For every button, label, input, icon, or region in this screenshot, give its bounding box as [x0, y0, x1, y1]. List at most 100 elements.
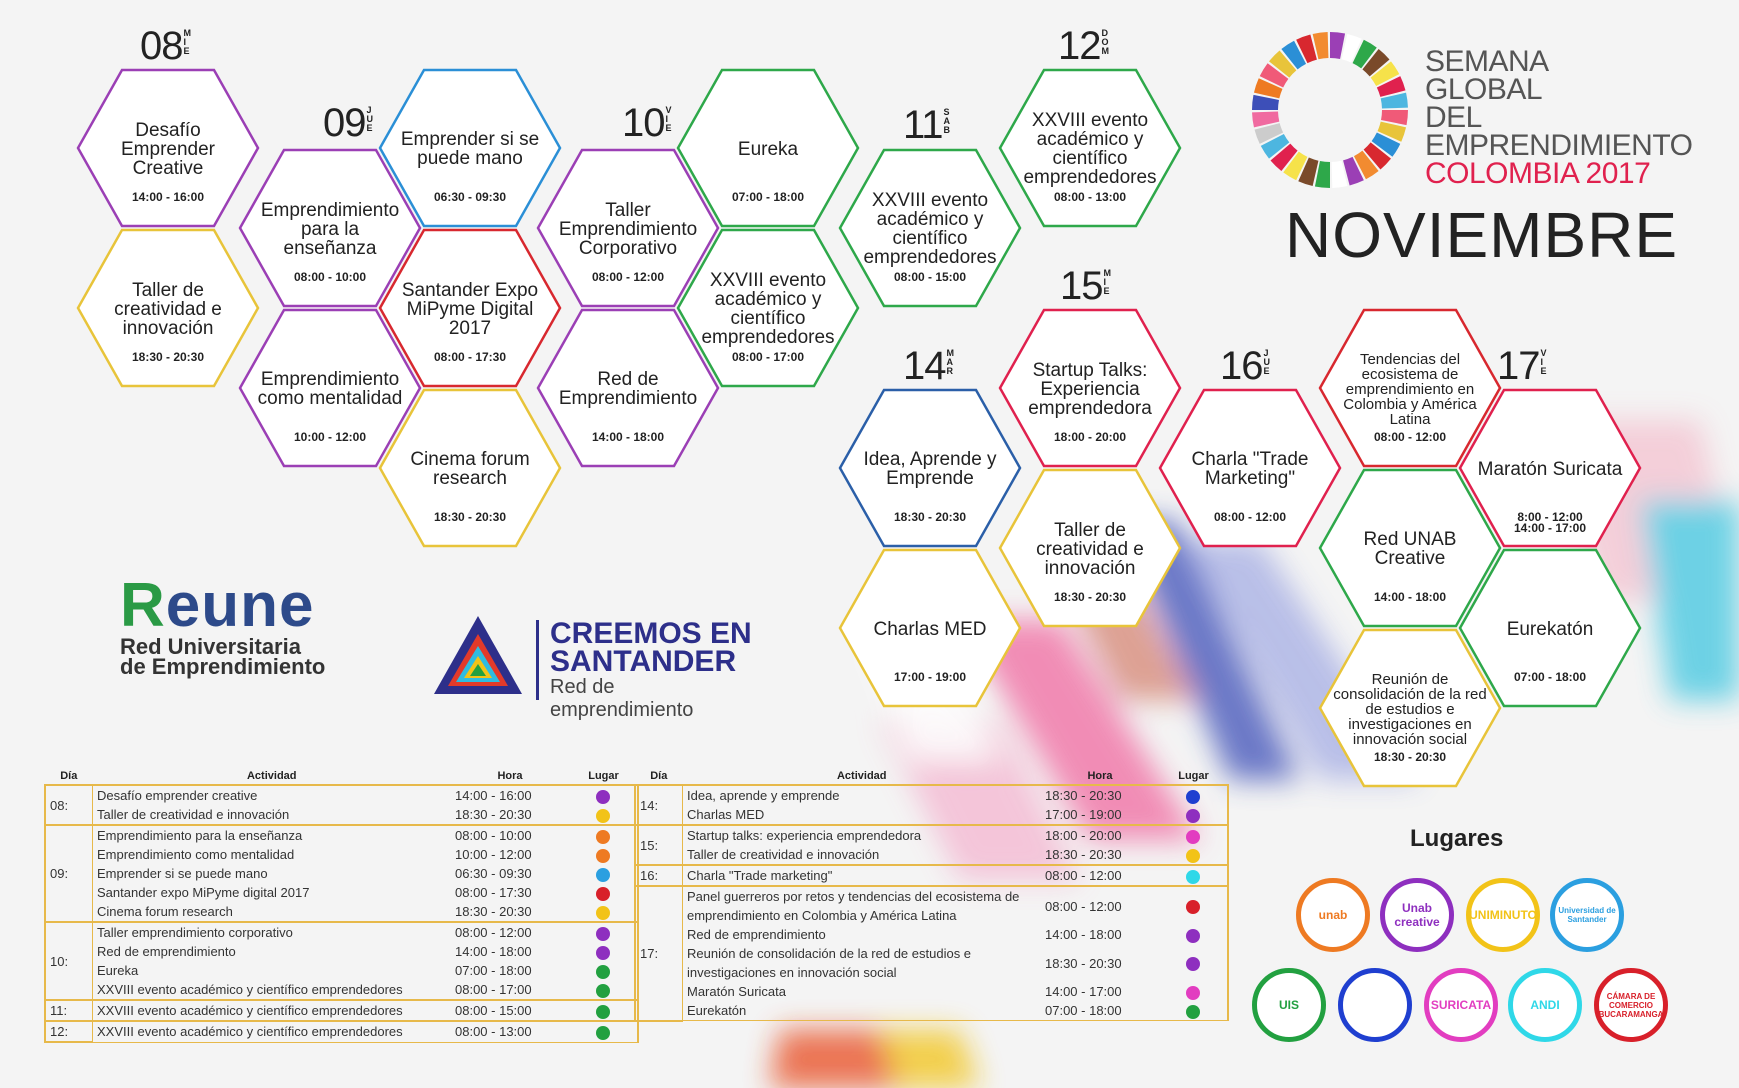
ring-segment: [1260, 133, 1290, 159]
activity-cell: Taller de creatividad e innovación: [682, 845, 1041, 866]
activity-cell: XXVIII evento académico y científico emp…: [92, 1020, 451, 1043]
hora-cell: 08:00 - 15:00: [451, 999, 569, 1022]
venue-dot-icon: [596, 848, 610, 863]
lugar-cell: [1159, 845, 1229, 866]
hora-cell: 14:00 - 17:00: [1045, 984, 1122, 999]
month-title: NOVIEMBRE: [1285, 199, 1679, 271]
hora-cell: 18:30 - 20:30: [1045, 955, 1122, 971]
venue-dot-icon: [1186, 808, 1200, 823]
event-hex[interactable]: Charla "Trade Marketing"08:00 - 12:00: [1158, 388, 1342, 548]
event-hex[interactable]: Taller de creatividad e innovación 18:30 …: [998, 468, 1182, 628]
event-title: Desafío Emprender Creative: [121, 119, 215, 179]
ring-segment: [1314, 161, 1330, 188]
venue-logo: unab: [1296, 878, 1370, 952]
event-hex[interactable]: XXVIII evento académico y científico emp…: [676, 228, 860, 388]
event-title: Idea, Aprende y Emprende: [863, 449, 997, 489]
lugar-cell: [1159, 944, 1229, 982]
venue-logo: Unab creative: [1380, 878, 1454, 952]
venue-dot-icon: [596, 867, 610, 882]
lugar-cell: [1159, 1001, 1229, 1021]
hora-cell: 08:00 - 12:00: [1041, 885, 1159, 925]
ring-segment: [1281, 40, 1307, 70]
venue-dot-icon: [596, 964, 610, 979]
creemos-santander-logo: CREEMOS EN SANTANDER Red de emprendimien…: [428, 610, 758, 721]
hora-cell: 10:00 - 12:00: [455, 847, 532, 862]
activity-cell: Red de emprendimiento: [97, 944, 236, 959]
day-cell: 12:: [44, 1020, 93, 1043]
event-hex[interactable]: Idea, Aprende y Emprende 18:30 - 20:30: [838, 388, 1022, 548]
colorful-ring-logo: [1252, 32, 1408, 188]
hora-cell: 17:00 - 19:00: [1041, 805, 1159, 826]
ring-segment: [1377, 121, 1407, 142]
venue-dot-icon: [596, 829, 610, 844]
day-cell: 16:: [634, 864, 683, 887]
event-time: 08:00 - 15:00: [893, 270, 967, 284]
lugares-title: Lugares: [1410, 825, 1504, 852]
venue-dot-icon: [596, 886, 610, 901]
event-time: 18:30 - 20:30: [1053, 590, 1127, 604]
event-title: XXVIII evento académico y científico emp…: [1023, 110, 1157, 188]
lugar-cell: [569, 845, 639, 864]
event-hex[interactable]: XXVIII evento académico y científico emp…: [998, 68, 1182, 228]
table-row: Reunión de consolidación de la red de es…: [635, 944, 1229, 982]
event-time: 18:30 - 20:30: [893, 510, 967, 524]
venue-logo: SURICATA: [1424, 968, 1498, 1042]
event-time: 18:30 - 20:30: [1373, 750, 1447, 764]
lugar-cell: [569, 980, 639, 1001]
ring-segment: [1270, 143, 1298, 171]
schedule-table-right: Día Actividad Hora Lugar 14:Idea, aprend…: [634, 768, 1229, 1022]
venue-dot-icon: [1186, 957, 1200, 972]
event-title: Eurekatón: [1506, 618, 1594, 640]
ring-segment: [1363, 142, 1391, 170]
event-time: 14:00 - 18:00: [591, 430, 665, 444]
title-line-country: COLOMBIA 2017: [1425, 157, 1651, 190]
hora-cell: 18:30 - 20:30: [1041, 845, 1159, 866]
activity-cell: Charlas MED: [682, 805, 1041, 826]
lugar-cell: [1159, 885, 1229, 925]
ring-segment: [1381, 110, 1408, 126]
ring-segment: [1341, 33, 1362, 63]
event-hex[interactable]: Tendencias del ecosistema de emprendimie…: [1318, 308, 1502, 468]
day-cell: 17:: [634, 885, 683, 1022]
hora-cell: 14:00 - 16:00: [451, 784, 569, 805]
ring-segment: [1252, 94, 1279, 110]
event-hex[interactable]: XXVIII evento académico y científico emp…: [838, 148, 1022, 308]
event-time: 14:00 - 18:00: [1373, 590, 1447, 604]
activity-cell: XXVIII evento académico y científico emp…: [92, 999, 451, 1022]
ring-segment: [1253, 78, 1283, 99]
venue-dot-icon: [596, 945, 610, 960]
lugar-cell: [1159, 805, 1229, 826]
venue-dot-icon: [1186, 928, 1200, 943]
lugar-cell: [1159, 982, 1229, 1001]
event-title: Emprender si se puede mano: [400, 129, 540, 169]
event-title: Eureka: [737, 138, 799, 160]
event-title: Taller de creatividad e innovación: [1036, 519, 1144, 579]
venue-dot-icon: [1186, 848, 1200, 863]
event-hex[interactable]: Reunión de consolidación de la red de es…: [1318, 628, 1502, 788]
hora-cell: 08:00 - 17:00: [451, 980, 569, 1001]
venue-dot-icon: [1186, 900, 1200, 915]
